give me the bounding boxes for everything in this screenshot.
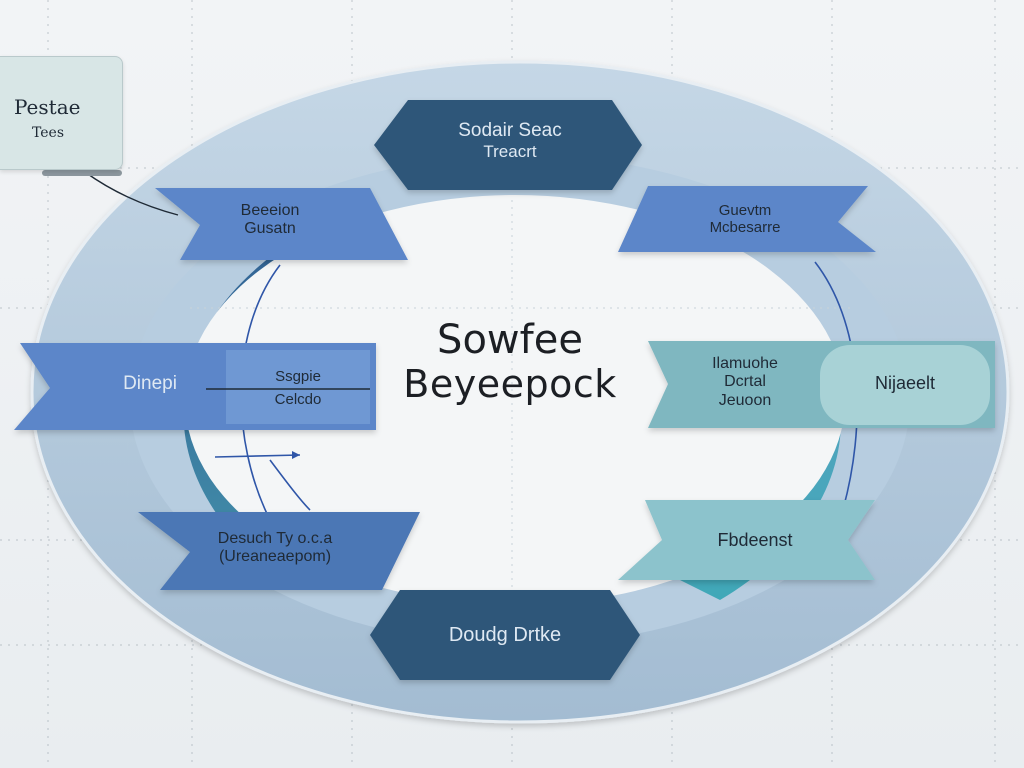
- side-note-card: Pestae Tees: [0, 56, 123, 170]
- mid-left-node-sub2: Celcdo: [274, 390, 322, 408]
- mid-right-badge: [820, 345, 990, 425]
- lower-left-node-line2: (Ureaneaepom): [218, 548, 332, 566]
- arrow-line: [214, 454, 301, 458]
- mid-right-node-line3: Jeuoon: [718, 391, 772, 409]
- upper-left-node-shape: [155, 188, 408, 260]
- upper-left-node-line1: Beeeion: [240, 202, 300, 219]
- top-node-line1: Sodair Seac: [458, 120, 562, 141]
- lower-right-node-shape: [618, 500, 875, 580]
- mid-right-badge-label: Nijaeelt: [830, 373, 980, 394]
- top-node-shape: [374, 100, 642, 190]
- upper-right-node-shape: [618, 186, 876, 252]
- note-pin: [42, 170, 122, 176]
- mid-left-node-main: Dinepi: [123, 373, 177, 394]
- lower-left-node-line1: Desuch Ty o.c.a: [217, 530, 333, 547]
- mid-right-node-line1: Ilamuohe: [712, 355, 778, 372]
- side-note-title: Pestae: [14, 95, 81, 119]
- upper-right-node-label: Guevtm Mcbesarre: [670, 202, 820, 237]
- mid-right-badge-text: Nijaeelt: [874, 373, 936, 393]
- lower-left-node-shape: [138, 512, 420, 590]
- arrow-head: [292, 451, 300, 459]
- mid-left-node-sub-label: Ssgpie Celcdo: [226, 366, 370, 411]
- bottom-node-line1: Doudg Drtke: [448, 624, 562, 646]
- mid-left-inner-panel: [226, 350, 370, 424]
- upper-left-node-line2: Gusatn: [244, 220, 296, 238]
- arc-line-left-2: [269, 459, 311, 511]
- mid-left-node-main-label: Dinepi: [95, 373, 205, 395]
- mid-left-node-sub1: Ssgpie: [275, 368, 321, 385]
- lower-right-node-line1: Fbdeenst: [717, 530, 793, 550]
- top-node-line2: Treacrt: [483, 141, 537, 161]
- note-connector: [84, 171, 179, 216]
- lower-right-node-label: Fbdeenst: [665, 530, 845, 551]
- bottom-node-label: Doudg Drtke: [400, 624, 610, 647]
- mid-right-node-label: Ilamuohe Dcrtal Jeuoon: [680, 355, 810, 410]
- mid-right-node-line2: Dcrtal: [724, 373, 766, 391]
- upper-right-node-line2: Mcbesarre: [709, 219, 781, 237]
- side-note-subtitle: Tees: [32, 125, 65, 141]
- upper-left-node-label: Beeeion Gusatn: [200, 202, 340, 239]
- center-title-line2: Beyeepock: [403, 361, 617, 406]
- upper-right-node-line1: Guevtm: [718, 202, 772, 219]
- lower-left-node-label: Desuch Ty o.c.a (Ureaneaepom): [170, 530, 380, 567]
- center-title: Sowfee Beyeepock: [360, 318, 660, 405]
- top-node-label: Sodair Seac Treacrt: [400, 120, 620, 161]
- center-title-line1: Sowfee: [437, 317, 583, 363]
- bottom-node-shape: [370, 590, 640, 680]
